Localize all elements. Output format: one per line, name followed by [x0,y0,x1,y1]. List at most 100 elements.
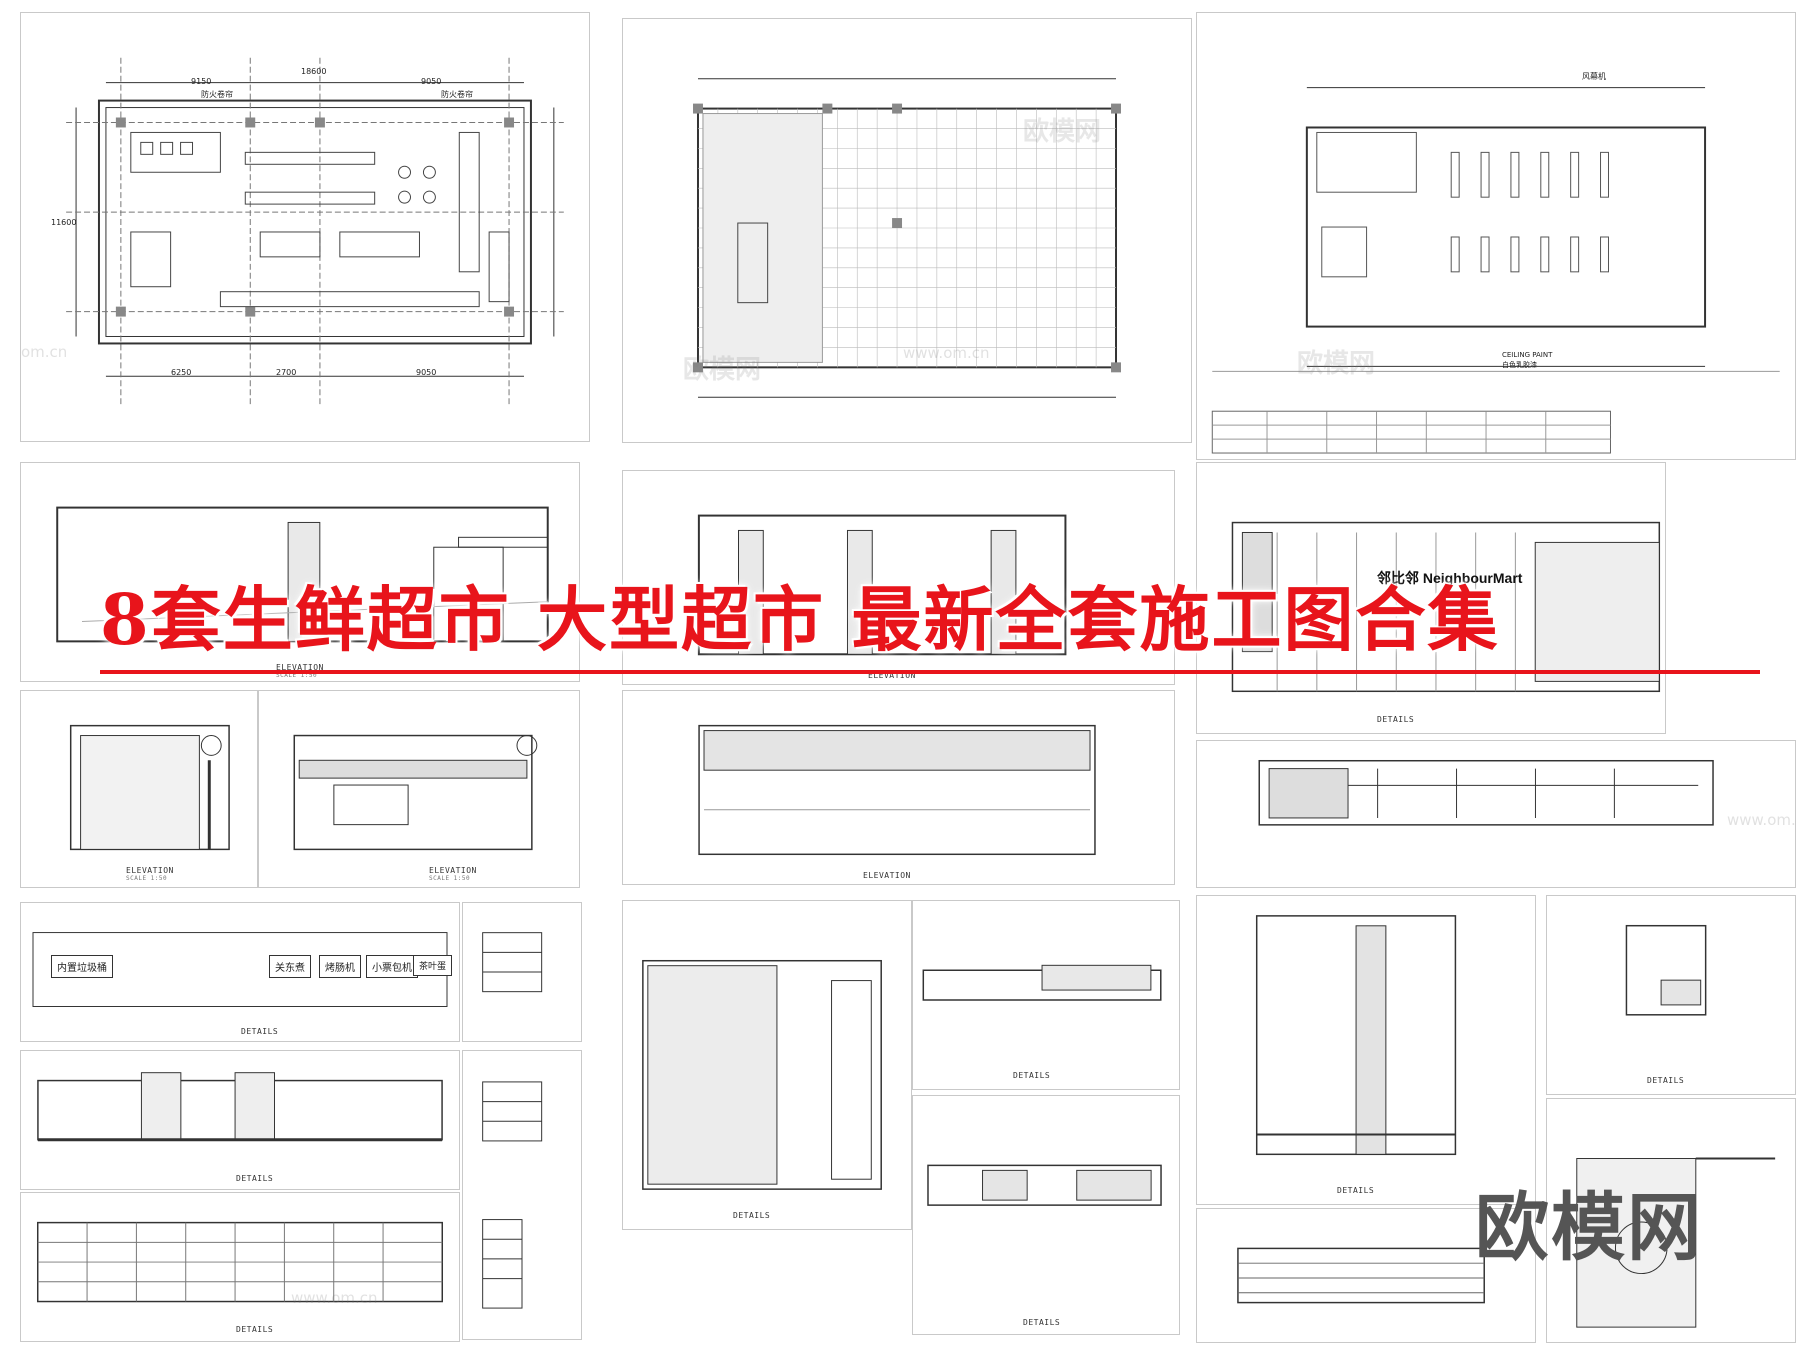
elevation-drawing-1 [56,506,549,643]
shelf-caption-2: DETAILS [236,1325,273,1334]
rack-detail-sheet [462,1050,582,1340]
lighting-plan-sheet: 风幕机 CEILING PAINT 白色乳胶漆 欧模网 [1196,12,1796,460]
storefront-caption: DETAILS [1377,715,1414,724]
watermark-url: www.om.cn [291,1289,378,1307]
shelf-drawing-1 [37,1072,443,1142]
storefront-drawing [1231,521,1661,693]
edge-caption: DETAILS [1647,1076,1684,1085]
watermark-brand-large: 欧模网 [1475,1185,1703,1271]
storefront-detail-sheet: 邻比邻 NeighbourMart DETAILS [1196,462,1666,734]
caption-title: ELEVATION [276,663,324,672]
elevation-drawing-2 [697,514,1067,656]
sign-oden: 关东煮 [269,955,311,978]
shelf-caption-1: DETAILS [236,1174,273,1183]
lighting-label-ceiling-cn: 白色乳胶漆 [1502,361,1537,369]
caption-title: ELEVATION [868,671,916,680]
elevation-caption-3: ELEVATION SCALE 1:50 [126,866,174,882]
elevation-sheet-2: ELEVATION [622,470,1175,685]
elevation-caption-2: ELEVATION [868,671,916,680]
signage-detail-sheet: 内置垃圾桶 关东煮 烤肠机 小票包机 茶叶蛋 DETAILS [20,902,460,1042]
elevation-drawing-4 [293,734,538,851]
caption-scale: SCALE 1:50 [276,672,318,679]
lighting-plan-drawing [1211,87,1780,454]
plan-dim-total: 18600 [301,67,327,76]
store-brand-sign: 邻比邻 NeighbourMart [1377,570,1523,586]
plan-dim-bottom-a: 6250 [171,368,192,377]
wall-detail-sheet: DETAILS [622,900,912,1230]
rack-drawing [482,1081,543,1309]
title-underline [100,670,1760,674]
watermark-brand: 欧模网 [1023,117,1102,147]
sign-trash-bin: 内置垃圾桶 [51,955,113,978]
elevation-caption-4: ELEVATION SCALE 1:50 [429,866,477,882]
caption-title: DETAILS [236,1325,274,1334]
ceiling-plan-sheet: 欧模网 www.om.cn 欧模网 [622,18,1192,443]
small-detail-sheet [462,902,582,1042]
plan-label-fire-door-2: 防火卷帘 [441,90,473,99]
ceiling-detail-drawing [1255,915,1457,1156]
caption-title: DETAILS [733,1211,771,1220]
sign-receipt: 小票包机 [366,955,418,978]
shelf-detail-sheet-2: DETAILS www.om.cn [20,1192,460,1342]
section-detail-sheet: DETAILS [912,900,1180,1090]
grille-drawing [1237,1247,1485,1304]
elevation-caption-1: ELEVATION SCALE 1:50 [276,663,324,679]
section-detail-drawing [922,964,1162,1001]
caption-scale: SCALE 1:50 [429,875,471,882]
wall-caption: DETAILS [733,1211,770,1220]
page-title: 8套生鲜超市 大型超市 最新全套施工图合集 [100,577,1500,661]
sign-tea-egg: 茶叶蛋 [413,955,453,976]
shelf-detail-sheet-1: DETAILS [20,1050,460,1190]
watermark-url: www.om.cn [1727,811,1796,829]
small-detail-drawing [482,932,543,993]
watermark-url: www.om.cn [903,344,990,362]
shelf-drawing-2 [36,1221,444,1303]
ceiling-caption: DETAILS [1337,1186,1374,1195]
lighting-label-ceiling: CEILING PAINT [1502,351,1553,359]
edge-detail-drawing [1625,924,1707,1016]
caption-title: ELEVATION [429,866,477,875]
caption-title: DETAILS [1023,1318,1061,1327]
elevation-sheet-4: ELEVATION SCALE 1:50 [258,690,580,888]
elevation-drawing-3 [69,724,230,851]
caption-title: DETAILS [236,1174,274,1183]
caption-title: DETAILS [1013,1071,1051,1080]
elevation-caption-5: ELEVATION [863,871,911,880]
section-caption-2: DETAILS [1023,1318,1060,1327]
caption-title: ELEVATION [126,866,174,875]
plan-dim-left: 9150 [191,77,212,86]
section-caption: DETAILS [1013,1071,1050,1080]
plan-label-fire-door: 防火卷帘 [201,90,233,99]
footing-drawing [1576,1157,1776,1328]
caption-title: DETAILS [1337,1186,1375,1195]
counter-detail-sheet: www.om.cn [1196,740,1796,888]
footing-detail-sheet [1546,1098,1796,1343]
plan-dim-right: 9050 [421,77,442,86]
floor-plan-drawing [66,57,564,407]
plan-dim-bottom-b: 2700 [276,368,297,377]
caption-title: DETAILS [1647,1076,1685,1085]
watermark-brand: 欧模网 [683,355,762,385]
signage-caption: DETAILS [241,1027,278,1036]
elevation-sheet-3: ELEVATION SCALE 1:50 [20,690,258,888]
watermark-brand: 欧模网 [1297,349,1376,379]
watermark-url: om.cn [21,343,68,361]
section-detail-sheet-2: DETAILS [912,1095,1180,1335]
grille-detail-sheet [1196,1208,1536,1343]
elevation-drawing-5 [698,724,1096,856]
tile-plan-drawing [693,78,1121,398]
plan-dim-height: 11600 [51,218,77,227]
wall-detail-drawing [642,959,882,1190]
caption-title: DETAILS [1377,715,1415,724]
floor-plan-sheet: 18600 9150 9050 防火卷帘 防火卷帘 6250 2700 9050… [20,12,590,442]
caption-scale: SCALE 1:50 [126,875,168,882]
sign-sausage: 烤肠机 [319,955,361,978]
counter-section-drawing [1258,759,1714,826]
elevation-sheet-5: ELEVATION [622,690,1175,885]
section-drawing-2 [927,1164,1162,1206]
title-banner: 8套生鲜超市 大型超市 最新全套施工图合集 [100,568,1760,661]
caption-title: DETAILS [241,1027,279,1036]
caption-title: ELEVATION [863,871,911,880]
lighting-label-fan: 风幕机 [1582,72,1606,81]
elevation-sheet-1: ELEVATION SCALE 1:50 [20,462,580,682]
